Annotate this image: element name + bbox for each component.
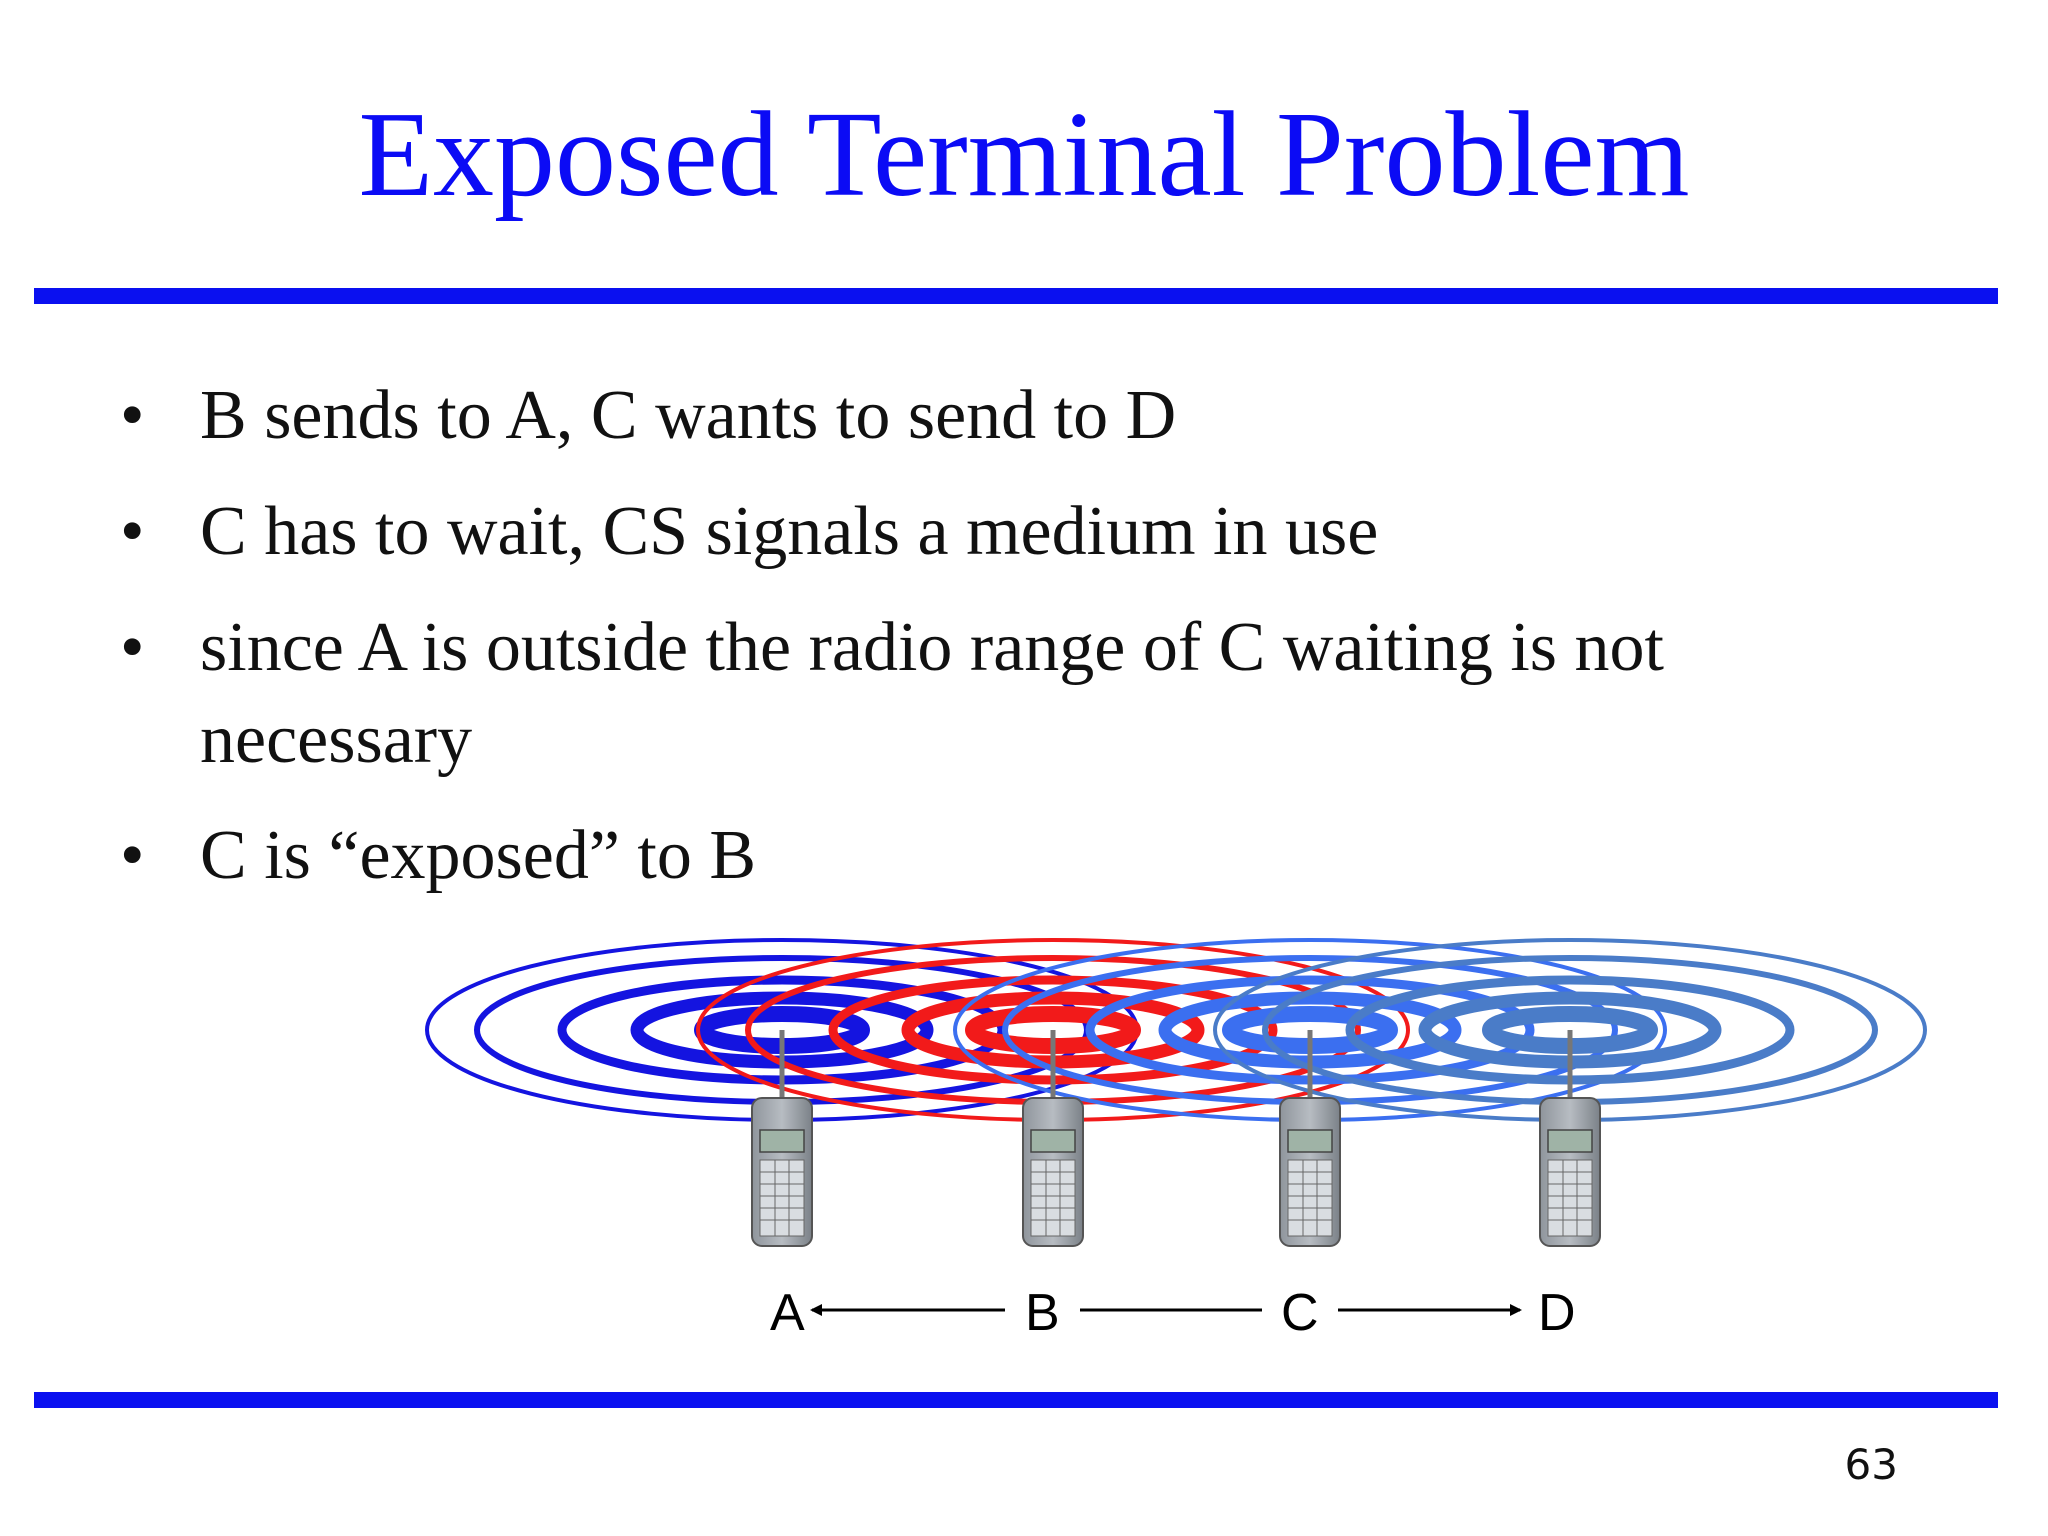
node-label-c: C <box>1281 1284 1319 1342</box>
slide-title: Exposed Terminal Problem <box>358 87 1690 222</box>
bullet-item: • C is “exposed” to B <box>120 810 1940 902</box>
bullet-dot: • <box>120 493 145 570</box>
bullet-item: • C has to wait, CS signals a medium in … <box>120 486 1940 578</box>
bullet-item: • B sends to A, C wants to send to D <box>120 370 1940 462</box>
bullet-text: B sends to A, C wants to send to D <box>200 377 1177 454</box>
page-number: 63 <box>1844 1440 1898 1489</box>
node-label-b: B <box>1025 1284 1060 1342</box>
node-label-d: D <box>1538 1284 1576 1342</box>
bullet-text: C has to wait, CS signals a medium in us… <box>200 493 1379 570</box>
bullet-item: • since A is outside the radio range of … <box>120 602 1940 786</box>
bullet-text: C is “exposed” to B <box>200 817 757 894</box>
node-label-a: A <box>770 1284 805 1342</box>
title-divider <box>34 288 1998 304</box>
mobile-phone-icon <box>1279 1030 1341 1247</box>
bullet-dot: • <box>120 817 145 894</box>
mobile-phone-icon <box>1022 1030 1084 1247</box>
bullet-list: • B sends to A, C wants to send to D • C… <box>120 370 1940 926</box>
bullet-dot: • <box>120 609 145 686</box>
bullet-text: since A is outside the radio range of C … <box>200 609 1664 778</box>
mobile-phone-icon <box>751 1030 813 1247</box>
bullet-dot: • <box>120 377 145 454</box>
mobile-phone-icon <box>1539 1030 1601 1247</box>
footer-divider <box>34 1392 1998 1408</box>
